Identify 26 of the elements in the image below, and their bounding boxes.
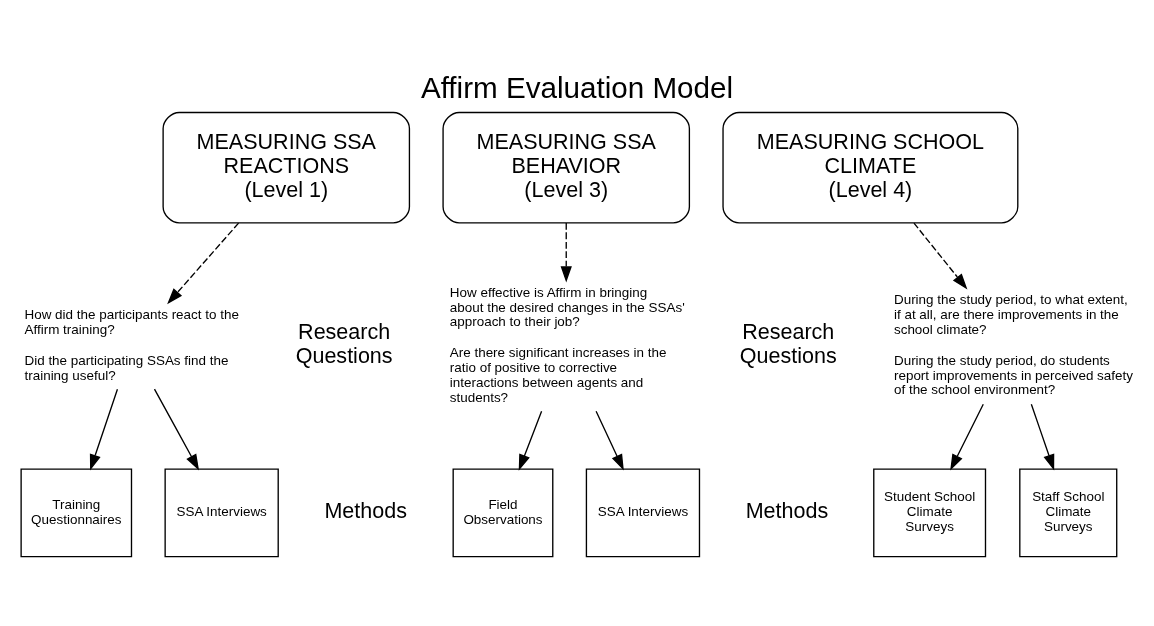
arrow xyxy=(950,403,984,471)
node-box: MEASURING SCHOOL CLIMATE (Level 4) xyxy=(722,111,1019,224)
arrow xyxy=(167,222,240,305)
label: Research Questions xyxy=(739,319,837,369)
node-text: How did the participants react to the Affirm training? Did the participating SSAs find the training useful? xyxy=(24,307,239,383)
node-text: During the study period, to what extent, if at all, are there improvements in the school climate? During the study period, do students report improvements in perceived safety of the school environment? xyxy=(893,292,1133,398)
arrow xyxy=(913,222,968,290)
arrow xyxy=(89,388,119,471)
arrow xyxy=(595,410,624,471)
diagram-title: Affirm Evaluation Model xyxy=(420,71,734,105)
node-box: Field Observations xyxy=(452,468,554,558)
node-box: SSA Interviews xyxy=(585,468,701,558)
node-text: How effective is Affirm in bringing about the desired changes in the SSAs' approach to their job? Are there significant increases in the ratio of positive to corrective interactions between agents and students? xyxy=(449,284,685,405)
node-box: Student School Climate Surveys xyxy=(873,468,987,558)
node-box: MEASURING SSA REACTIONS (Level 1) xyxy=(162,111,411,224)
arrow xyxy=(153,388,200,471)
node-box: Training Questionnaires xyxy=(20,468,133,558)
arrow xyxy=(560,222,572,283)
label: Research Questions xyxy=(295,319,393,369)
node-box: SSA Interviews xyxy=(164,468,279,558)
node-box: Staff School Climate Surveys xyxy=(1019,468,1118,558)
label: Methods xyxy=(324,498,407,523)
node-box: MEASURING SSA BEHAVIOR (Level 3) xyxy=(442,111,691,224)
arrow xyxy=(518,410,543,471)
arrow xyxy=(1030,403,1055,471)
label: Methods xyxy=(745,498,829,523)
